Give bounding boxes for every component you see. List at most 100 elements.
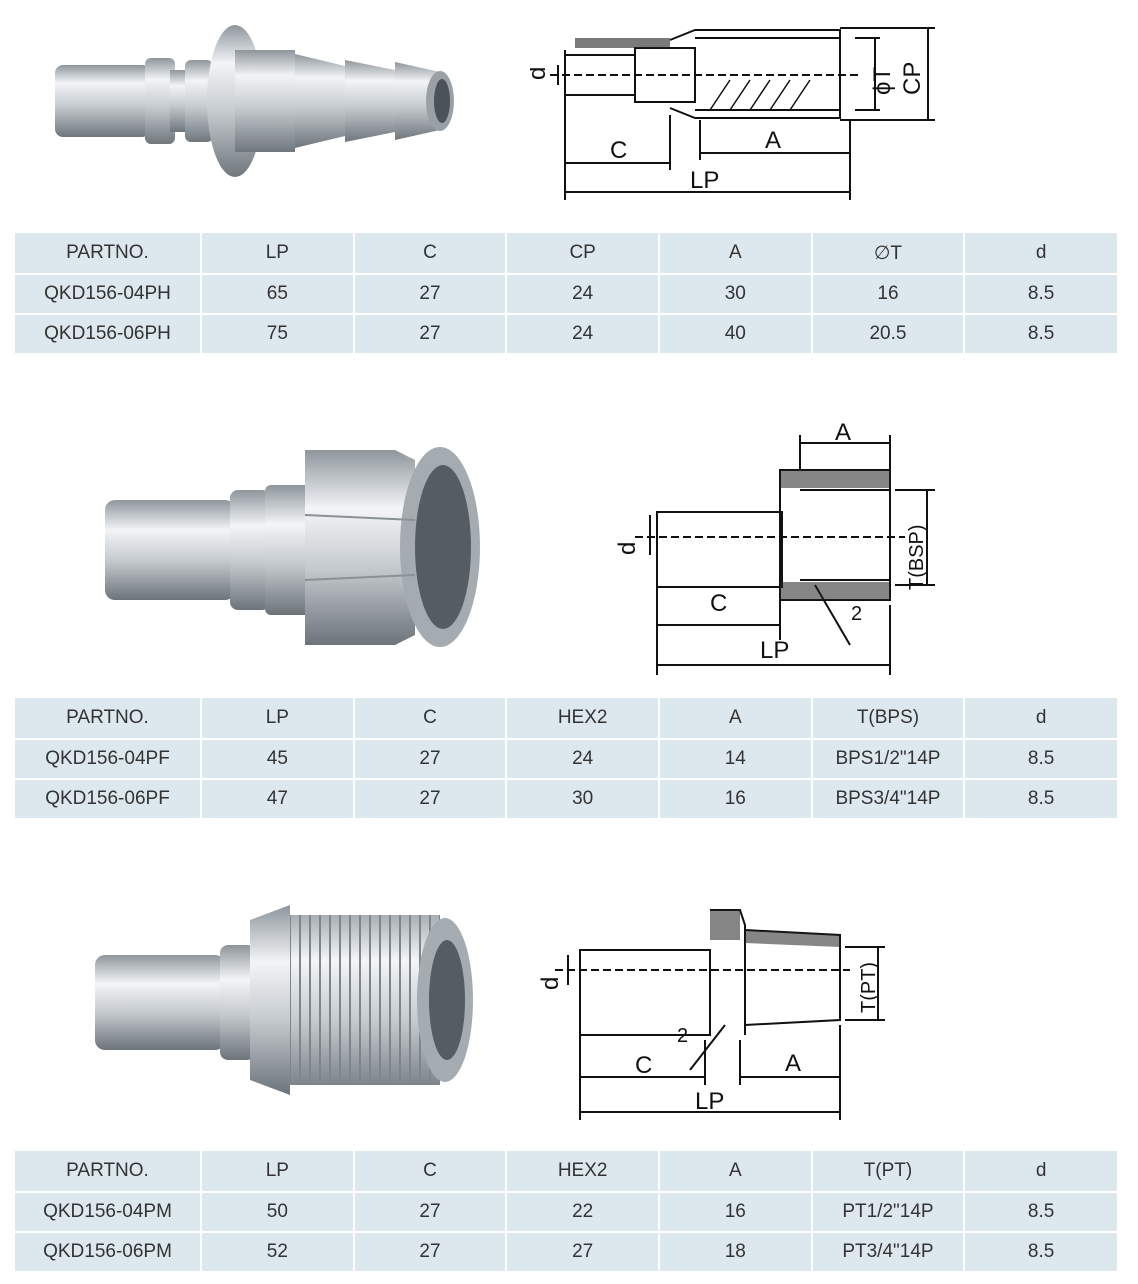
hose-barb-plug-photo — [55, 25, 454, 177]
drawing-label-d: d — [530, 67, 551, 80]
header-cell: PARTNO. — [15, 233, 202, 275]
cell: 50 — [201, 1192, 355, 1233]
header-cell: LP — [201, 1151, 355, 1193]
cell: PT3/4"14P — [811, 1232, 966, 1273]
cell: 24 — [506, 739, 660, 780]
cell: 30 — [506, 779, 660, 820]
drawing-label-t-pt: T(PT) — [858, 962, 880, 1013]
cell: 22 — [506, 1192, 660, 1233]
male-thread-plug-drawing: d C A LP T(PT) 2 — [537, 909, 885, 1120]
cell: 24 — [506, 314, 660, 355]
header-cell: T(BPS) — [811, 698, 966, 740]
drawing-label-lp: LP — [690, 167, 719, 194]
cell: 27 — [353, 779, 508, 820]
drawing-label-a: A — [765, 127, 781, 154]
cell: 24 — [506, 274, 660, 315]
female-thread-plug-drawing: d C A LP T(BSP) 2 — [614, 419, 935, 675]
header-cell: C — [353, 233, 508, 275]
cell-partno: QKD156-04PF — [15, 739, 202, 780]
cell-partno: QKD156-06PM — [15, 1232, 202, 1273]
cell-partno: QKD156-06PH — [15, 314, 202, 355]
cell: 8.5 — [964, 1232, 1117, 1273]
header-cell: PARTNO. — [15, 698, 202, 740]
cell: 40 — [658, 314, 813, 355]
header-cell: CP — [506, 233, 660, 275]
cell: BPS3/4"14P — [811, 779, 966, 820]
hose-barb-plug-drawing: d C A LP ϕT CP — [530, 27, 935, 200]
header-cell: HEX2 — [506, 1151, 660, 1193]
cell: 52 — [201, 1232, 355, 1273]
cell: PT1/2"14P — [811, 1192, 966, 1233]
product-section-ph: d C A LP ϕT CP PARTNO. LP C CP A ∅T d QK… — [0, 0, 1138, 360]
cell: 16 — [658, 779, 813, 820]
drawing-label-hex: 2 — [677, 1025, 688, 1047]
header-cell: ∅T — [811, 233, 966, 275]
product-section-pf: d C A LP T(BSP) 2 PARTNO. LP C HEX2 A T(… — [15, 419, 1117, 820]
cell-partno: QKD156-06PF — [15, 779, 202, 820]
drawing-label-a: A — [835, 419, 851, 446]
drawing-label-hex: 2 — [851, 603, 862, 625]
cell: 30 — [658, 274, 813, 315]
header-cell: T(PT) — [811, 1151, 966, 1193]
cell: 18 — [658, 1232, 813, 1273]
drawing-label-d: d — [614, 542, 641, 555]
cell: 27 — [353, 314, 508, 355]
drawing-label-a: A — [785, 1050, 801, 1077]
table-header-row: PARTNO. LP C HEX2 A T(BPS) d — [15, 698, 1117, 740]
drawing-label-c: C — [710, 590, 727, 617]
drawing-label-d: d — [537, 977, 564, 990]
spec-table-ph: PARTNO. LP C CP A ∅T d QKD156-04PH 65 27… — [15, 233, 1117, 355]
header-cell: A — [658, 233, 813, 275]
cell: 20.5 — [811, 314, 966, 355]
cell: 65 — [201, 274, 355, 315]
header-cell: d — [964, 233, 1117, 275]
table-row: QKD156-04PM 50 27 22 16 PT1/2"14P 8.5 — [15, 1192, 1117, 1233]
cell: 45 — [201, 739, 355, 780]
cell: 8.5 — [964, 314, 1117, 355]
header-cell: d — [964, 698, 1117, 740]
cell-partno: QKD156-04PM — [15, 1192, 202, 1233]
drawing-label-c: C — [610, 137, 627, 164]
cell: 75 — [201, 314, 355, 355]
male-thread-plug-photo — [95, 905, 473, 1095]
cell: 47 — [201, 779, 355, 820]
cell: 27 — [353, 1232, 508, 1273]
cell: 14 — [658, 739, 813, 780]
table-row: QKD156-04PH 65 27 24 30 16 8.5 — [15, 274, 1117, 315]
header-cell: HEX2 — [506, 698, 660, 740]
cell: 16 — [811, 274, 966, 315]
table-header-row: PARTNO. LP C CP A ∅T d — [15, 233, 1117, 275]
drawing-label-cp: CP — [899, 62, 926, 95]
spec-table-pf: PARTNO. LP C HEX2 A T(BPS) d QKD156-04PF… — [15, 698, 1117, 820]
header-cell: LP — [201, 233, 355, 275]
spec-table-pm: PARTNO. LP C HEX2 A T(PT) d QKD156-04PM … — [15, 1151, 1117, 1273]
header-cell: C — [353, 1151, 508, 1193]
header-cell: LP — [201, 698, 355, 740]
table-row: QKD156-04PF 45 27 24 14 BPS1/2"14P 8.5 — [15, 739, 1117, 780]
drawing-label-lp: LP — [695, 1088, 724, 1115]
drawing-label-t-bsp: T(BSP) — [906, 524, 928, 590]
table-row: QKD156-06PM 52 27 27 18 PT3/4"14P 8.5 — [15, 1232, 1117, 1273]
table-row: QKD156-06PF 47 27 30 16 BPS3/4"14P 8.5 — [15, 779, 1117, 820]
cell: 8.5 — [964, 274, 1117, 315]
header-cell: A — [658, 1151, 813, 1193]
header-cell: C — [353, 698, 508, 740]
header-cell: A — [658, 698, 813, 740]
cell: 8.5 — [964, 1192, 1117, 1233]
drawing-label-c: C — [635, 1052, 652, 1079]
cell: BPS1/2"14P — [811, 739, 966, 780]
table-header-row: PARTNO. LP C HEX2 A T(PT) d — [15, 1151, 1117, 1193]
drawing-label-lp: LP — [760, 637, 789, 664]
header-cell: d — [964, 1151, 1117, 1193]
cell: 8.5 — [964, 739, 1117, 780]
female-thread-plug-photo — [105, 447, 480, 647]
cell-partno: QKD156-04PH — [15, 274, 202, 315]
header-cell: PARTNO. — [15, 1151, 202, 1193]
cell: 27 — [353, 739, 508, 780]
cell: 27 — [353, 274, 508, 315]
drawing-label-phi-t: ϕT — [869, 67, 896, 95]
cell: 27 — [506, 1232, 660, 1273]
cell: 27 — [353, 1192, 508, 1233]
cell: 8.5 — [964, 779, 1117, 820]
